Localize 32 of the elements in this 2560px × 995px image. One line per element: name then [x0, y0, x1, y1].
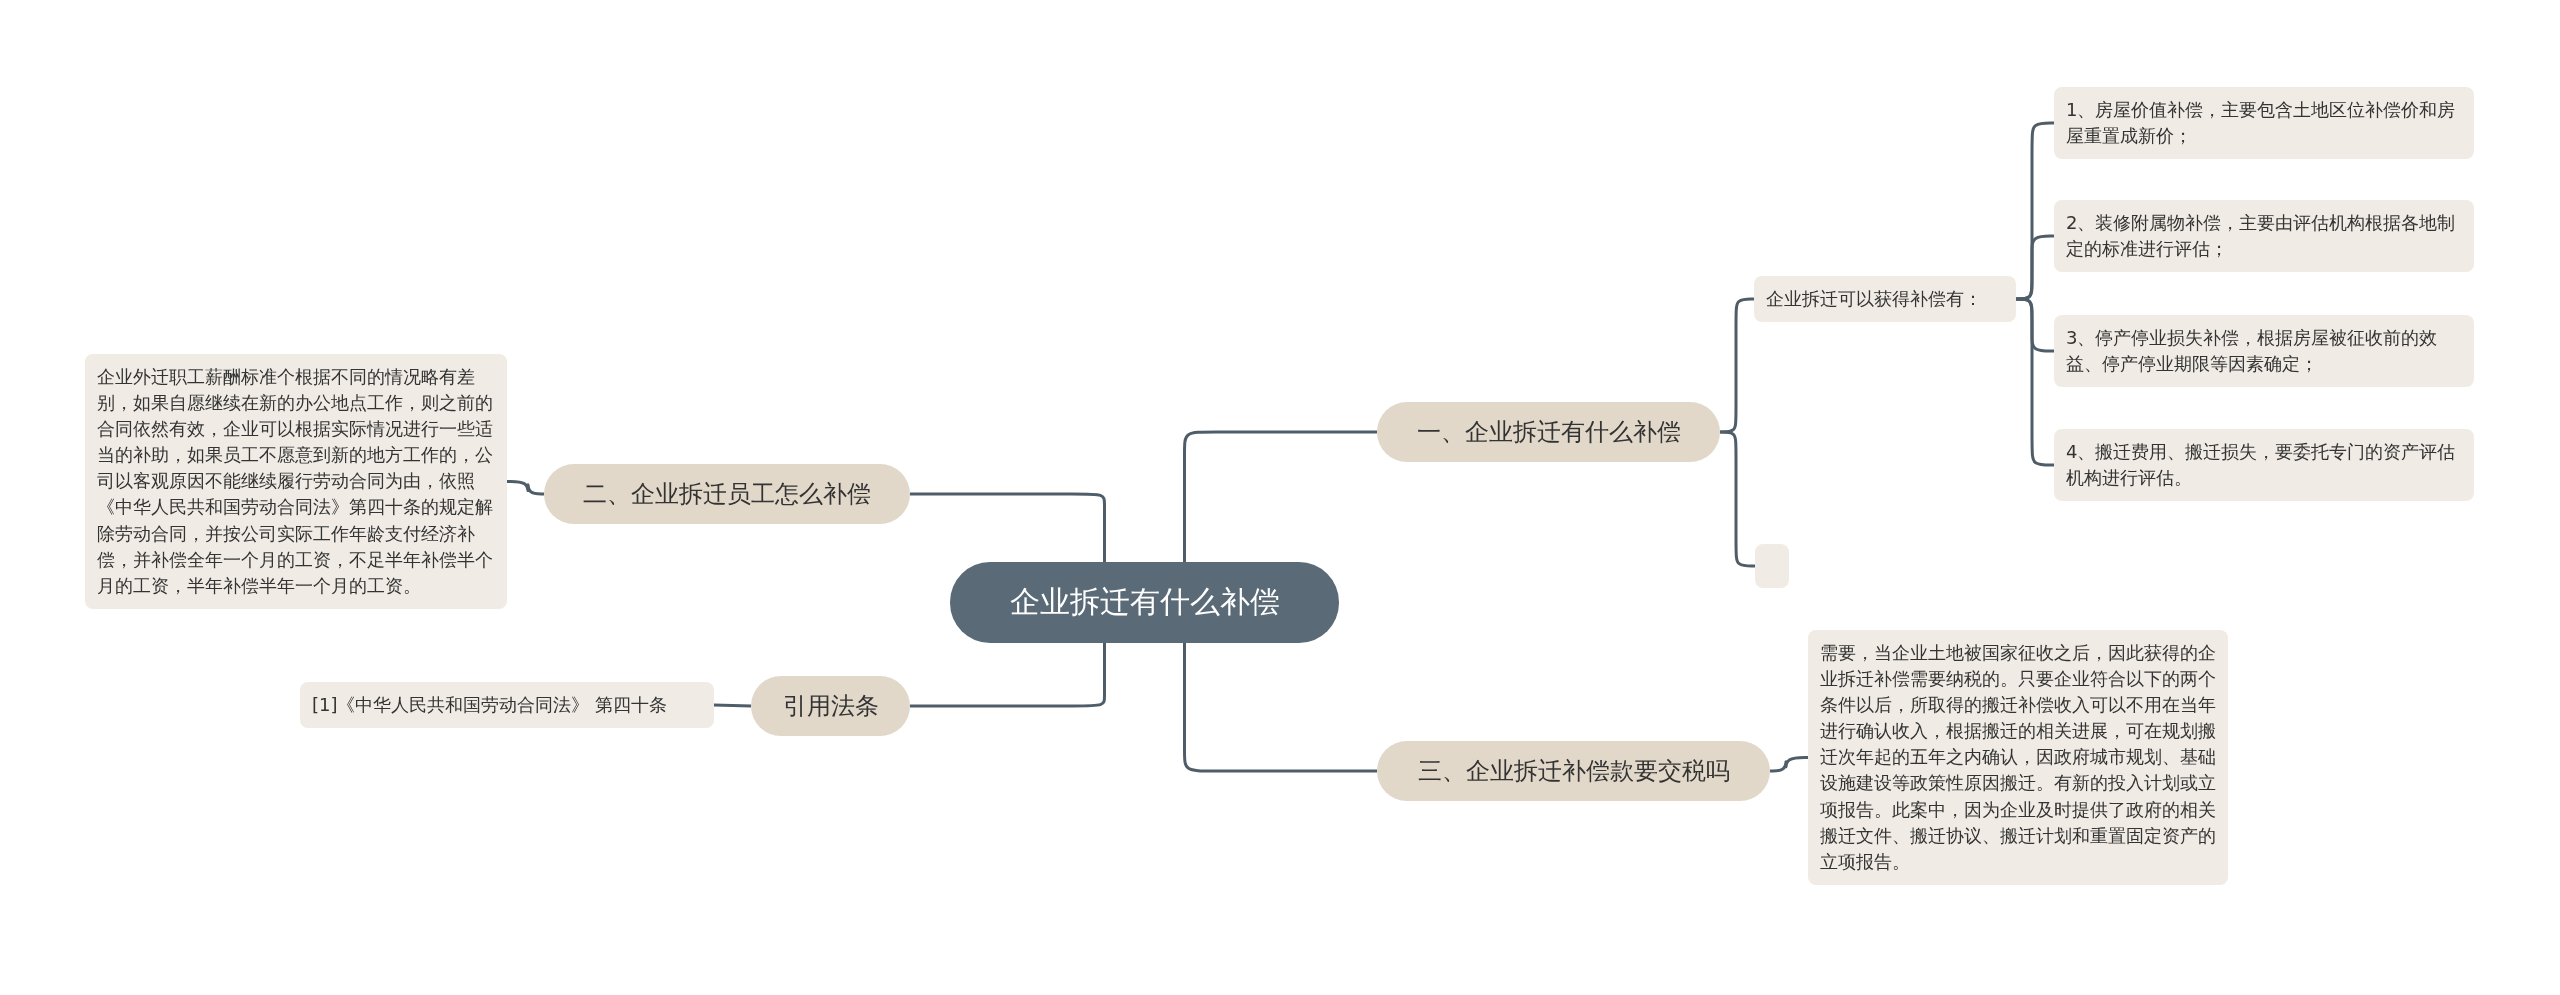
- connector-line: [910, 643, 1106, 708]
- topic-text: 二、企业拆迁员工怎么补偿: [582, 479, 872, 510]
- topic-box: [1377, 741, 1770, 801]
- topic-text: [1]《中华人民共和国劳动合同法》 第四十条: [312, 693, 669, 717]
- topic-text: 企业拆迁有什么补偿: [1008, 583, 1281, 621]
- connector-line: [2016, 297, 2054, 467]
- note-box: [2054, 200, 2474, 273]
- topic-box: [544, 464, 910, 524]
- note-box: [2054, 429, 2474, 502]
- connector-line: [910, 492, 1106, 562]
- note-box: [300, 682, 714, 729]
- topic-text: 3、停产停业损失补偿，根据房屋被征收前的效益、停产停业期限等因素确定；: [2066, 326, 2439, 377]
- topic-text: 企业拆迁可以获得补偿有：: [1766, 287, 1983, 311]
- connector-line: [1770, 755, 1808, 773]
- note-box: [2054, 315, 2474, 388]
- topic-text: 引用法条: [781, 691, 880, 722]
- topic-text: 需要，当企业土地被国家征收之后，因此获得的企业拆迁补偿需要纳税的。只要企业符合以下的两个条件以后，所取得的搬迁补偿收入可以不用在当年进行确认收入，根据搬迁的相关进展，可在规划搬迁次年起的五年之内确认，因政府城市规划、基础设施建设等政策性原因搬迁。有新的投入计划或立项报告。此案中，因为企业及时提供了政府的相关搬迁文件、搬迁协议、搬迁计划和重置固定资产的立项报告。: [1820, 641, 2216, 874]
- topic-text: 企业外迁职工薪酬标准个根据不同的情况略有差别，如果自愿继续在新的办公地点工作，则之前的合同依然有效，企业可以根据实际情况进行一些适当的补助，如果员工不愿意到新的地方工作的，公司以客观原因不能继续履行劳动合同为由，依照《中华人民共和国劳动合同法》第四十条的规定解除劳动合同，并按公司实际工作年龄支付经济补偿，并补偿全年一个月的工资，不足半年补偿半个月的工资，半年补偿半年一个月的工资。: [97, 365, 494, 598]
- topic-text: 2、装修附属物补偿，主要由评估机构根据各地制定的标准进行评估；: [2066, 211, 2457, 262]
- topic-text: 4、搬迁费用、搬迁损失，要委托专门的资产评估机构进行评估。: [2066, 440, 2457, 491]
- topic-text: 一、企业拆迁有什么补偿: [1415, 417, 1682, 448]
- connector-line: [507, 479, 544, 496]
- note-box: [1754, 276, 2016, 323]
- empty-box: [1755, 544, 1789, 588]
- note-box: [2054, 87, 2474, 160]
- topic-text: 三、企业拆迁补偿款要交税吗: [1416, 756, 1731, 787]
- topic-box: [751, 676, 910, 736]
- connector-line: [1183, 643, 1377, 773]
- connector-line: [713, 703, 752, 708]
- topic-box: [1377, 402, 1720, 462]
- connector-line: [1183, 430, 1377, 562]
- topic-text: 1、房屋价值补偿，主要包含土地区位补偿价和房屋重置成新价；: [2066, 98, 2457, 149]
